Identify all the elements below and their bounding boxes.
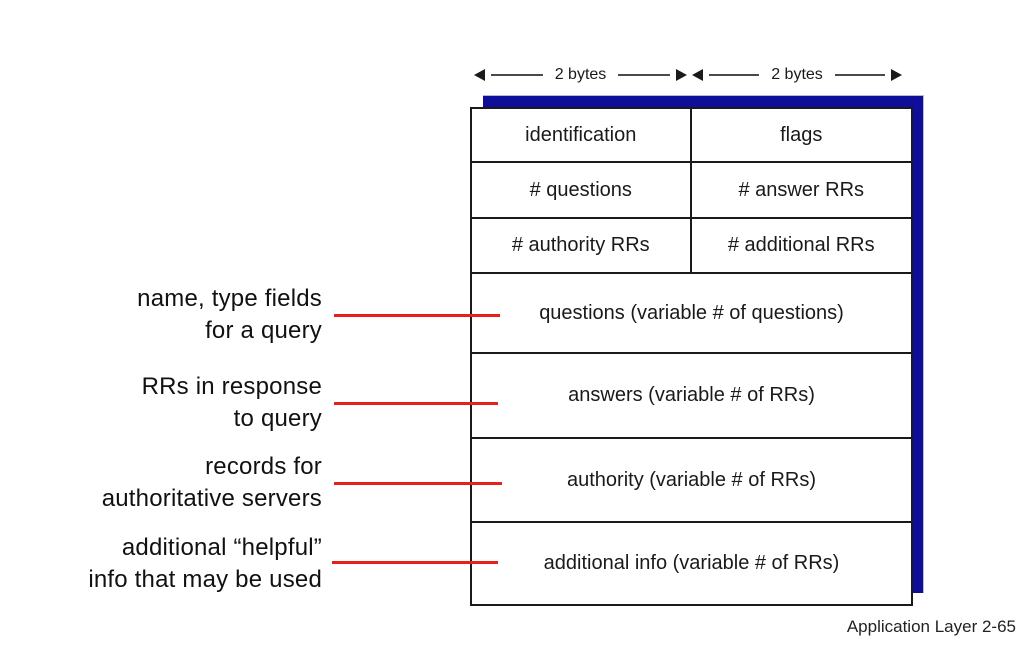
cell-num-authority-rrs: # authority RRs — [472, 219, 692, 272]
row-authority: authority (variable # of RRs) — [472, 439, 911, 523]
arrowhead-right-icon — [891, 69, 902, 81]
cell-num-questions: # questions — [472, 163, 692, 217]
annotation-line: info that may be used — [88, 565, 322, 593]
byte-width-arrow-left: 2 bytes — [474, 66, 687, 84]
cell-num-additional-rrs: # additional RRs — [727, 234, 875, 256]
cell-identification: identification — [472, 109, 692, 161]
slide-footer: Application Layer 2-65 — [846, 617, 1016, 636]
cell-flags: flags — [780, 123, 823, 146]
annotation-questions: name, type fields for a query — [30, 283, 322, 346]
annotation-line: for a query — [205, 316, 322, 344]
annotation-line: records for — [205, 453, 322, 480]
cell-num-answer-rrs: # answer RRs — [738, 178, 865, 201]
annotation-line: additional “helpful” — [121, 534, 322, 561]
row-answers: answers (variable # of RRs) — [472, 354, 911, 439]
byte-width-arrow-right: 2 bytes — [692, 66, 902, 84]
annotation-answers: RRs in response to query — [30, 371, 322, 434]
annotation-line: name, type fields — [137, 285, 322, 312]
connector-line-questions — [334, 314, 500, 317]
row-question-answer-counts: # questions # answer RRs — [472, 163, 911, 219]
connector-line-authority — [334, 482, 502, 485]
dns-message-table: identification flags # questions # answe… — [470, 107, 913, 606]
connector-line-additional — [332, 561, 498, 564]
arrowhead-left-icon — [474, 69, 485, 81]
annotation-line: to query — [233, 404, 322, 432]
annotation-authority: records for authoritative servers — [30, 451, 322, 514]
arrow-shaft — [834, 74, 885, 76]
arrow-shaft — [491, 74, 543, 76]
arrow-shaft — [709, 74, 760, 76]
row-additional-info: additional info (variable # of RRs) — [472, 523, 911, 604]
annotation-line: authoritative servers — [101, 484, 322, 512]
byte-width-label-right: 2 bytes — [771, 66, 823, 83]
row-identification-flags: identification flags — [472, 109, 911, 163]
byte-width-label-left: 2 bytes — [554, 66, 607, 83]
connector-line-answers — [334, 402, 498, 405]
annotation-additional: additional “helpful” info that may be us… — [30, 532, 322, 595]
annotation-line: RRs in response — [141, 373, 322, 400]
arrowhead-left-icon — [692, 69, 703, 81]
cell-questions: questions (variable # of questions) — [539, 301, 844, 324]
row-authority-additional-counts: # authority RRs # additional RRs — [472, 219, 911, 274]
row-questions: questions (variable # of questions) — [472, 274, 911, 354]
cell-answers: answers (variable # of RRs) — [568, 384, 815, 406]
cell-additional-info: additional info (variable # of RRs) — [543, 552, 840, 574]
arrowhead-right-icon — [676, 69, 687, 81]
arrow-shaft — [618, 74, 670, 76]
cell-authority: authority (variable # of RRs) — [567, 468, 816, 491]
